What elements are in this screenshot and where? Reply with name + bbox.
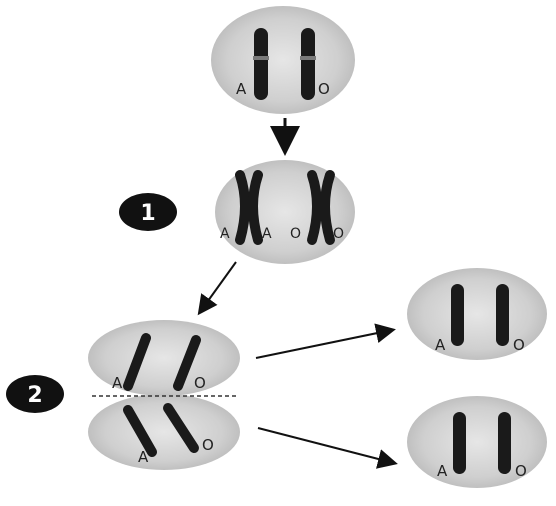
sister-chromatid-o2 [325, 175, 330, 240]
allele-label: A [435, 336, 446, 354]
allele-label: A [220, 226, 230, 242]
allele-label: O [290, 226, 301, 242]
allele-label: O [515, 462, 527, 480]
parent-cell: A O [211, 6, 355, 114]
parent-cell-body [211, 6, 355, 114]
chromosome-o [496, 284, 509, 346]
allele-label: A [138, 448, 149, 466]
allele-label: O [202, 436, 214, 454]
chromosome-o [498, 412, 511, 474]
dividing-cell-top [88, 320, 240, 396]
arrow-to-daughter-top [256, 330, 392, 358]
allele-label-o: O [318, 80, 330, 98]
replicated-cell: A A O O [215, 160, 355, 264]
chromosome-a [453, 412, 466, 474]
allele-label: O [333, 226, 344, 242]
allele-label: A [112, 374, 123, 392]
arrow-to-daughter-bottom [258, 428, 394, 463]
allele-label: O [194, 374, 206, 392]
centromere [253, 56, 269, 60]
marker-number: 1 [140, 201, 155, 226]
stage-marker-1: 1 [119, 193, 177, 231]
daughter-top-body [407, 268, 547, 360]
chromosome-a [451, 284, 464, 346]
daughter-cell-top: A O [407, 268, 547, 360]
allele-label: A [437, 462, 448, 480]
chromosome-a [254, 28, 268, 100]
allele-label: O [513, 336, 525, 354]
centromere [300, 56, 316, 60]
marker-number: 2 [27, 383, 42, 408]
arrow-diagonal [200, 262, 236, 312]
allele-label: A [262, 226, 272, 242]
sister-chromatid-a2 [253, 175, 258, 240]
dividing-cell: A O A O [88, 320, 240, 470]
chromosome-o [301, 28, 315, 100]
stage-marker-2: 2 [6, 375, 64, 413]
sister-chromatid-a1 [240, 175, 245, 240]
allele-label-a: A [236, 80, 247, 98]
daughter-cell-bottom: A O [407, 396, 547, 488]
sister-chromatid-o1 [312, 175, 317, 240]
